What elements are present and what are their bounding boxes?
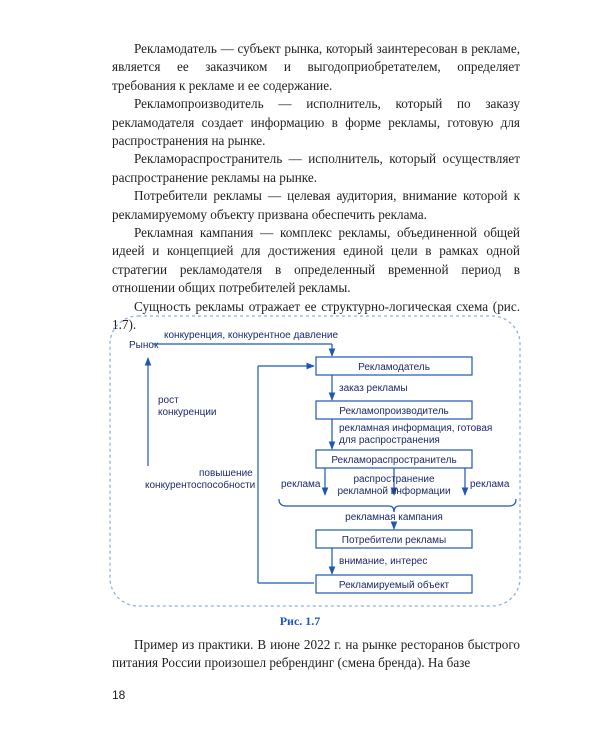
box-advertiser-label: Рекламодатель (358, 362, 430, 373)
info-label-1: рекламная информация, готовая (339, 422, 492, 434)
competition-label: конкуренция, конкурентное давление (164, 330, 338, 341)
figure-caption: Рис. 1.7 (279, 614, 321, 628)
diagram-frame (109, 315, 521, 607)
ad-right-label: реклама (470, 479, 510, 490)
attention-label: внимание, интерес (339, 556, 427, 567)
growth-label-1: рост (158, 395, 179, 406)
box-consumers-label: Потребители рекламы (342, 534, 446, 546)
box-consumers (315, 529, 473, 549)
order-label: заказ рекламы (339, 383, 408, 394)
paragraph-producer: Рекламопроизводитель — исполнитель, кото… (112, 96, 520, 149)
ad-left-label: реклама (281, 479, 321, 490)
market-label: Рынок (129, 340, 159, 351)
info-label-2: для распространения (339, 435, 440, 446)
campaign-label: рекламная кампания (345, 512, 443, 523)
after-text: Пример из практики. В июне 2022 г. на ры… (112, 636, 520, 673)
paragraph-consumers: Потребители рекламы — целевая аудитория,… (112, 188, 520, 222)
spread-label-1: распространение (353, 474, 435, 485)
box-object-label: Рекламируемый объект (339, 579, 450, 591)
page-number: 18 (112, 688, 126, 702)
paragraph-distributor: Рекламораспространитель — исполнитель, к… (112, 151, 520, 185)
box-advertiser (315, 356, 473, 376)
box-producer-label: Рекламопроизводитель (339, 406, 449, 417)
paragraph-scheme: Сущность рекламы отражает ее структурно-… (112, 298, 520, 333)
spread-label-2: рекламной информации (337, 485, 450, 497)
paragraph-advertiser: Рекламодатель — субъект рынка, который з… (112, 41, 520, 93)
practice-paragraph: Пример из практики. В июне 2022 г. на ры… (112, 637, 520, 671)
raise-label-2: конкурентоспособности (145, 479, 255, 491)
raise-label-1: повышение (199, 468, 253, 479)
box-producer (315, 400, 473, 420)
growth-label-2: конкуренции (158, 407, 217, 418)
box-object (315, 574, 473, 594)
paragraph-campaign: Рекламная кампания — комплекс рекламы, о… (112, 225, 520, 296)
box-distributor-label: Рекламораспространитель (331, 455, 456, 466)
body-text: Рекламодатель — субъект рынка, который з… (112, 40, 520, 335)
campaign-bracket (278, 498, 517, 513)
